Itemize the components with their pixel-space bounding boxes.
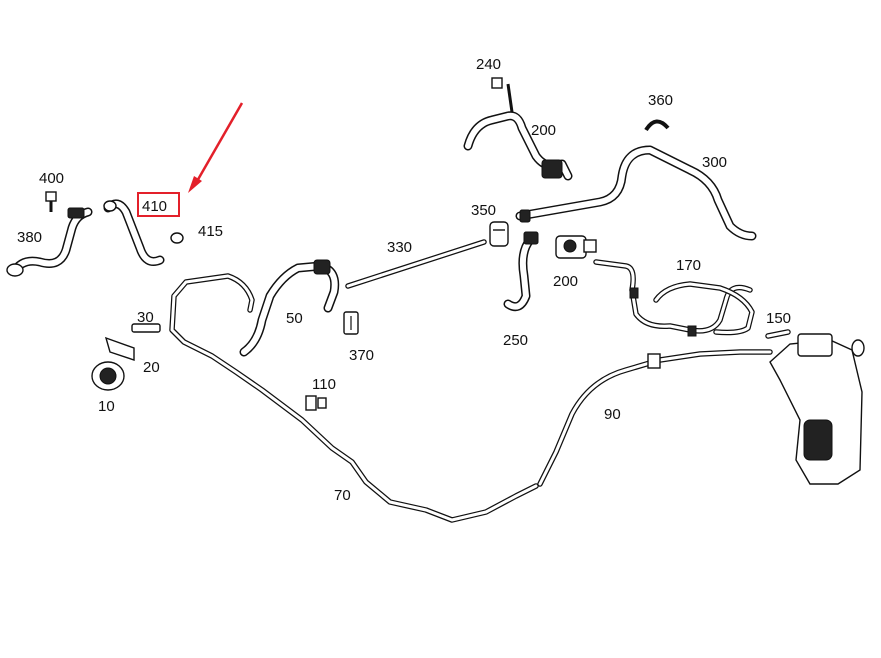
- hose-410: [103, 199, 165, 266]
- label-110: 110: [312, 376, 336, 393]
- label-350: 350: [471, 202, 497, 219]
- label-300: 300: [702, 154, 728, 171]
- label-150: 150: [766, 310, 792, 327]
- bracket-370: [343, 311, 359, 335]
- label-410: 410: [142, 198, 168, 215]
- pump-10: [91, 361, 125, 391]
- label-415: 415: [198, 223, 224, 240]
- hose-50: [239, 259, 340, 357]
- hose-250: [503, 231, 539, 312]
- hose-380: [6, 207, 93, 277]
- label-200-top: 200: [531, 122, 557, 139]
- label-330: 330: [387, 239, 413, 256]
- red-arrow: [188, 102, 244, 193]
- highlight-410: [137, 192, 180, 217]
- hose-300: [515, 145, 757, 241]
- line-70: [169, 273, 539, 523]
- label-240: 240: [476, 56, 502, 73]
- label-10: 10: [98, 398, 115, 415]
- clip-110: [305, 395, 327, 411]
- bolt-30: [131, 323, 161, 333]
- hose-170: [593, 259, 755, 337]
- label-90: 90: [604, 406, 621, 423]
- label-370: 370: [349, 347, 375, 364]
- label-250: 250: [503, 332, 529, 349]
- hose-200-top: [463, 77, 573, 181]
- label-200-center: 200: [553, 273, 579, 290]
- connector-350: [489, 221, 509, 247]
- label-360: 360: [648, 92, 674, 109]
- label-400: 400: [39, 170, 65, 187]
- label-30: 30: [137, 309, 154, 326]
- label-50: 50: [286, 310, 303, 327]
- clip-360: [644, 119, 670, 132]
- label-170: 170: [676, 257, 702, 274]
- fitting-150: [765, 329, 791, 339]
- bolt-400: [45, 191, 57, 212]
- label-70: 70: [334, 487, 351, 504]
- label-380: 380: [17, 229, 43, 246]
- expansion-tank: [769, 333, 865, 485]
- valve-200: [555, 235, 597, 259]
- bracket-20: [104, 336, 135, 361]
- oring-415: [170, 232, 184, 244]
- line-90: [537, 349, 773, 487]
- pipe-330: [345, 239, 487, 289]
- label-20: 20: [143, 359, 160, 376]
